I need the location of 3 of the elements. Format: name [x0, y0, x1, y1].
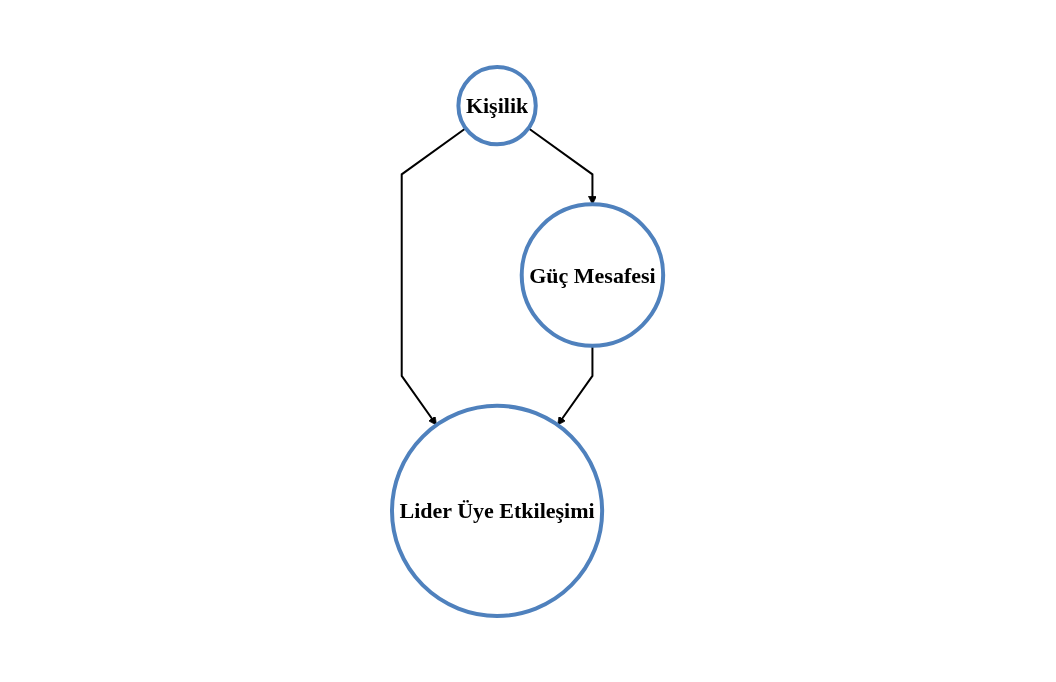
node-circle: Güç Mesafesi: [520, 201, 666, 348]
node-circle: Kişilik: [456, 64, 539, 146]
node-circle: Lider Üye Etkileşimi: [390, 403, 605, 618]
